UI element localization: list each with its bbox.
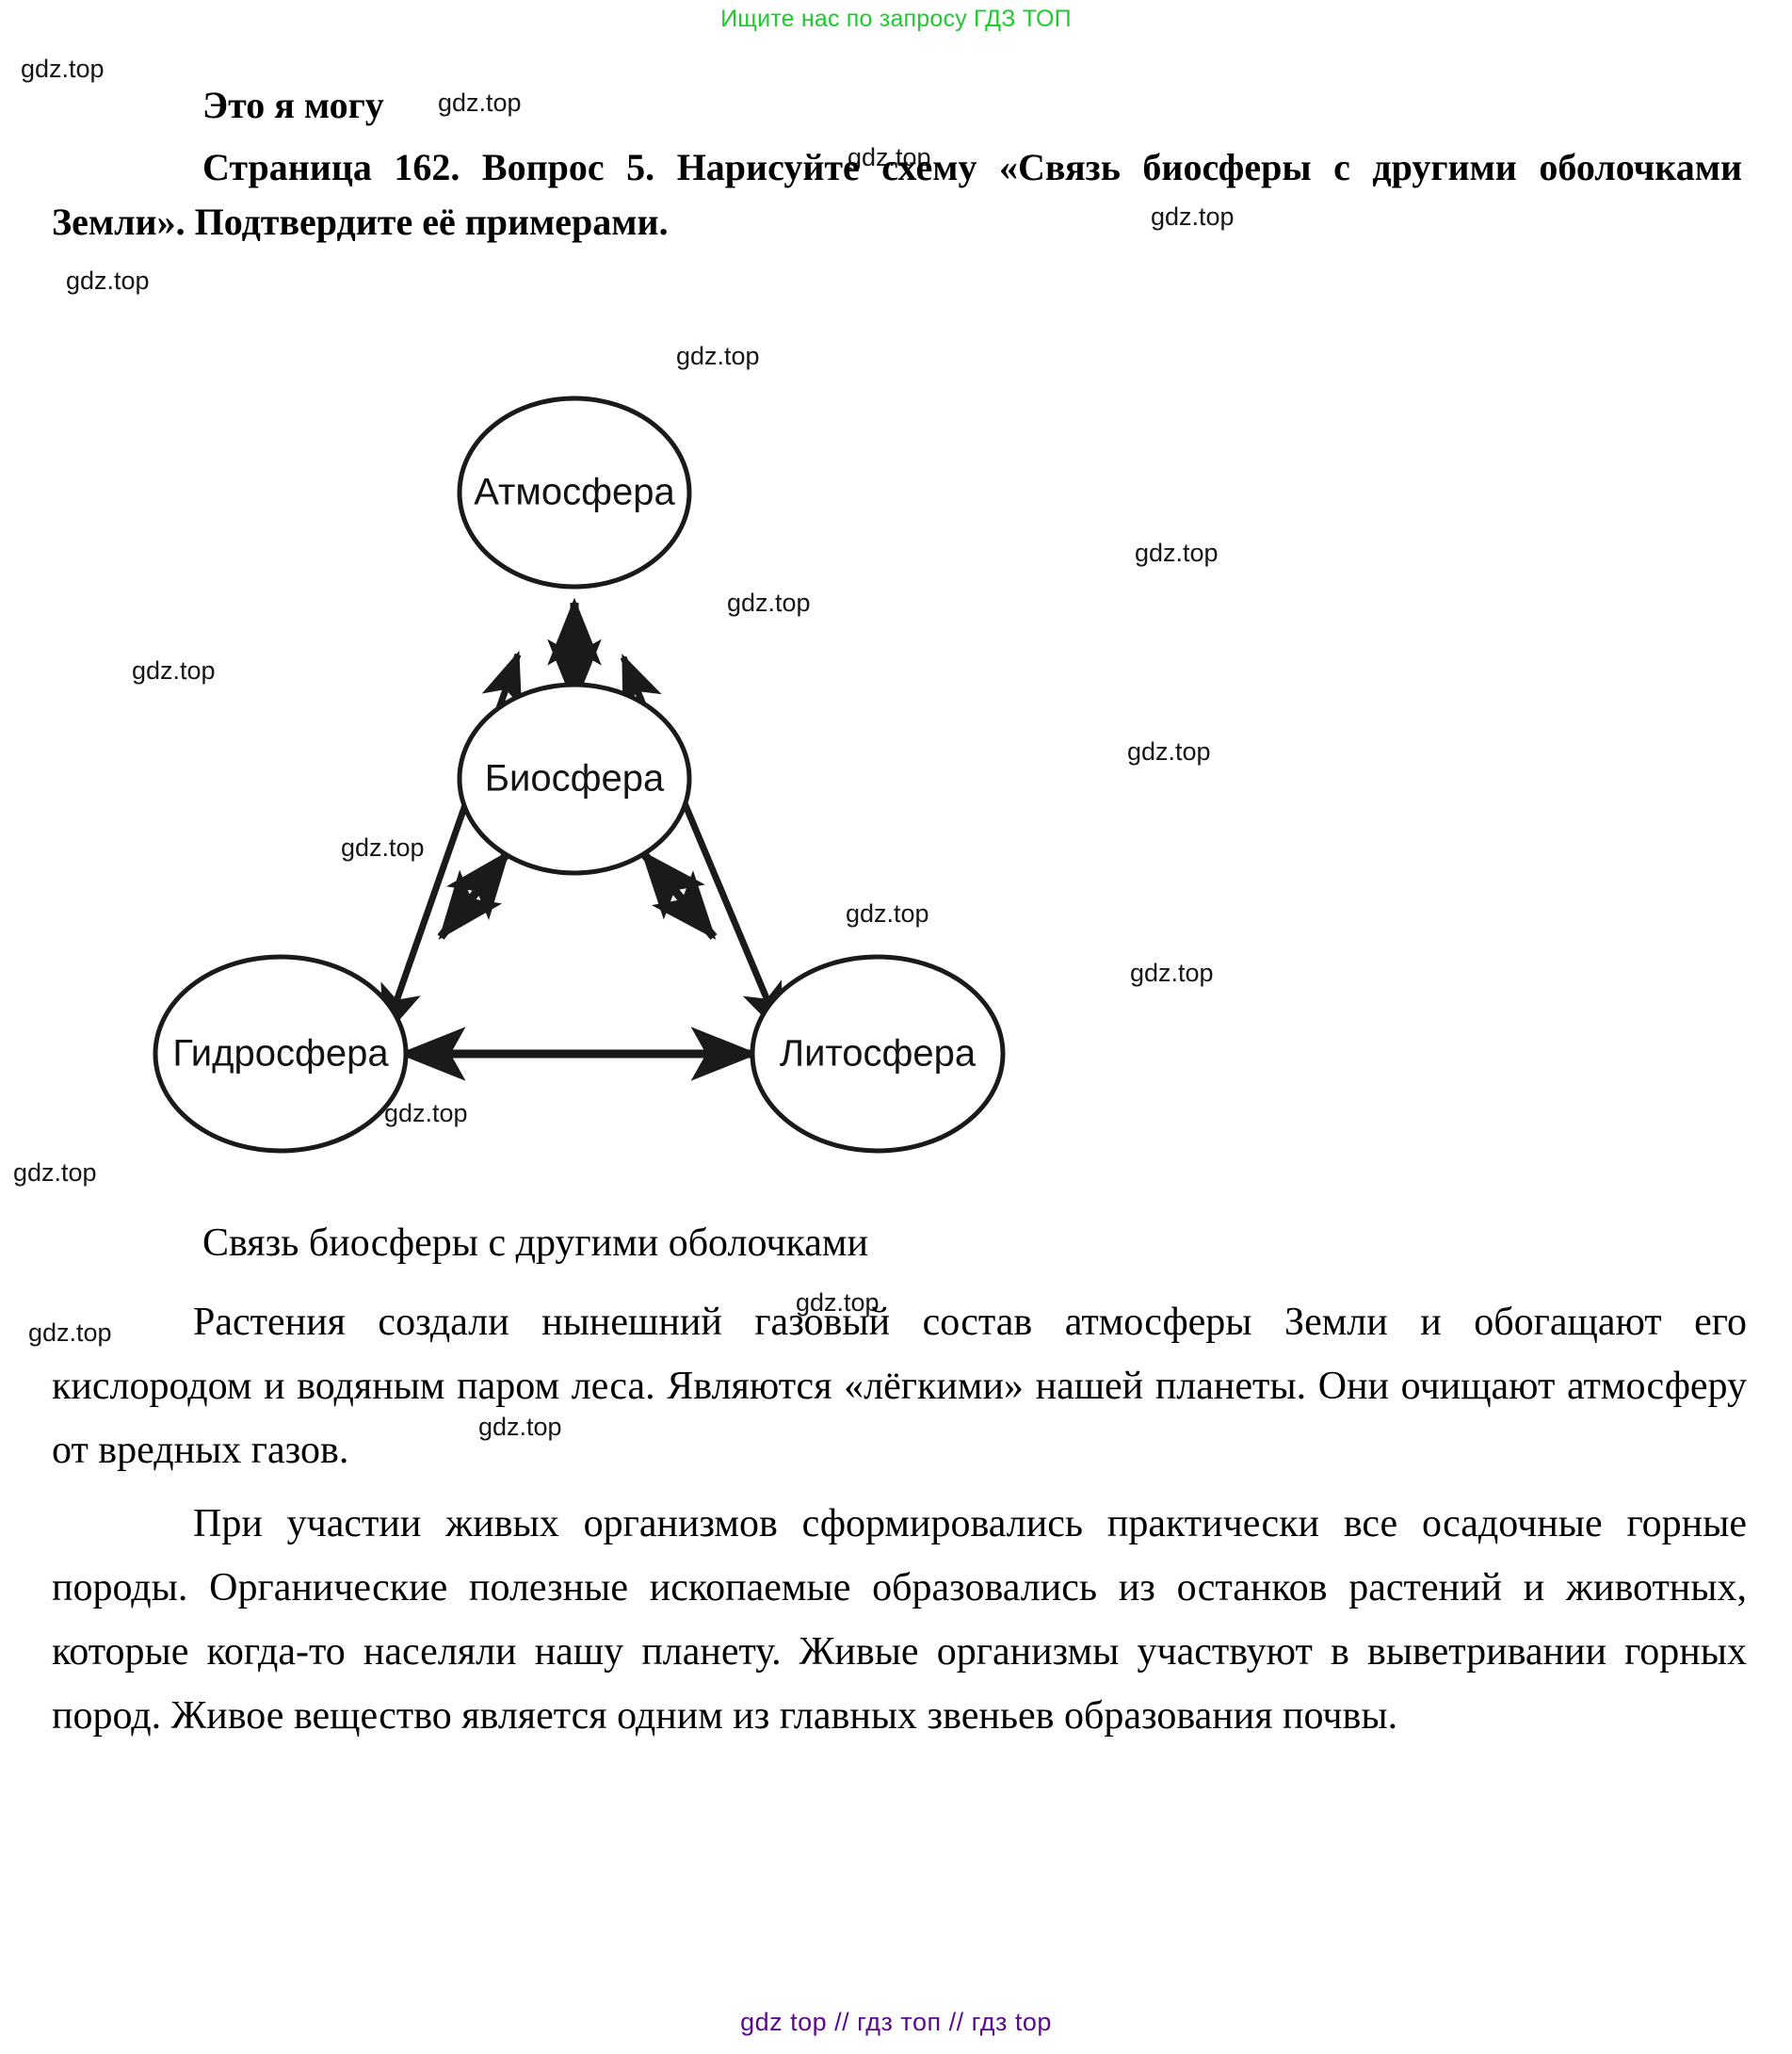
section-heading: Это я могу [202,84,384,126]
gidrosfera-ellipse [153,954,409,1154]
litosfera-label: Литосфера [780,1033,977,1075]
question-text: Страница 162. Вопрос 5. Нарисуйте схему … [52,146,1742,244]
footer-links: gdz top // гдз топ // гдз top [740,2008,1052,2036]
watermark: gdz.top [13,1158,97,1187]
gidrosfera-label: Гидросфера [172,1033,389,1075]
diagram-svg: Атмосфера Биосфера Гидросфера Литосфера [153,396,1006,1154]
diagram-node-biosfera[interactable]: Биосфера [457,682,692,876]
biosphere-connections-diagram: Атмосфера Биосфера Гидросфера Литосфера [141,372,1271,1220]
connector-biosphere-lithosphere [640,849,718,940]
biosfera-label: Биосфера [485,758,665,800]
watermark: gdz.top [21,55,105,83]
atmosfera-ellipse [457,396,692,590]
answer-paragraph: Растения создали нынешний газовый состав… [52,1301,1747,1473]
answer-body: Растения создали нынешний газовый состав… [52,1290,1747,1757]
promo-banner: Ищите нас по запросу ГДЗ ТОП [720,6,1072,32]
connector-biosphere-hydrosphere [437,849,510,940]
diagram-node-gidrosfera[interactable]: Гидросфера [153,954,409,1154]
diagram-caption: Связь биосферы с другими оболочками [202,1221,868,1265]
litosfera-ellipse [750,954,1006,1154]
diagram-node-litosfera[interactable]: Литосфера [750,954,1006,1154]
watermark: gdz.top [676,342,760,370]
watermark: gdz.top [66,267,150,295]
answer-paragraph: При участии живых организмов сформировал… [52,1502,1747,1739]
biosfera-ellipse [457,682,692,876]
atmosfera-label: Атмосфера [474,472,675,513]
diagram-node-atmosfera[interactable]: Атмосфера [457,396,692,590]
document-header: Это я могу Страница 162. Вопрос 5. Нарис… [52,83,1742,250]
